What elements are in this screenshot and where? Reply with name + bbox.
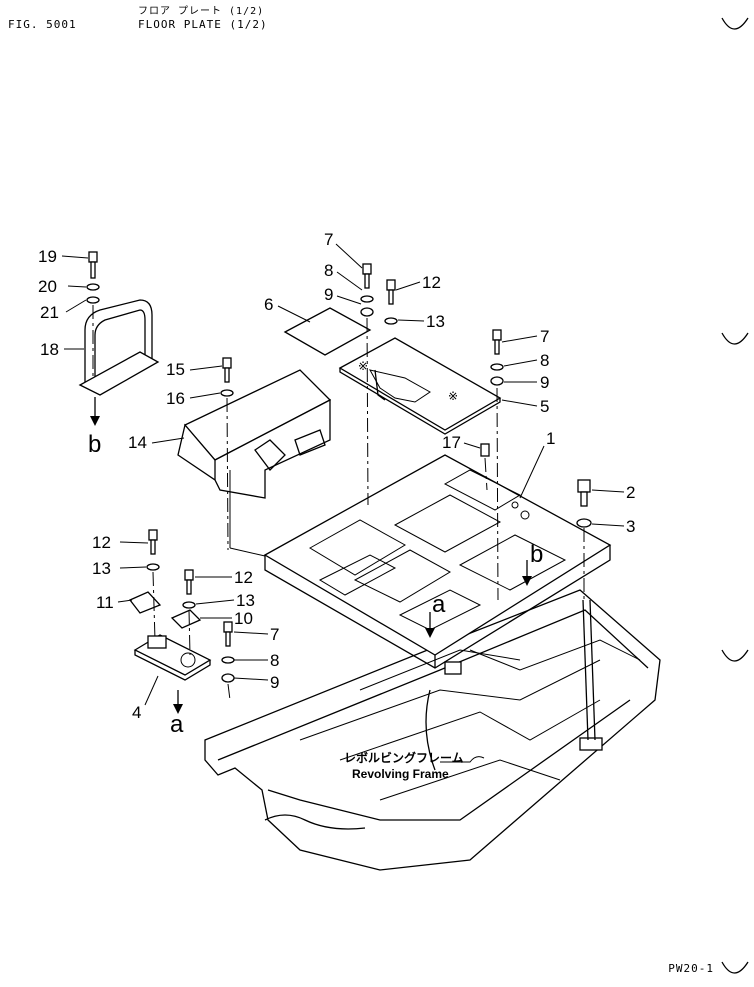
callout-13-top: 13 [426, 312, 445, 331]
ref-a-pedal: a [170, 711, 184, 738]
callout-7-lower: 7 [270, 625, 279, 644]
callout-9-right: 9 [540, 373, 549, 392]
callout-7-right: 7 [540, 327, 549, 346]
title-english: FLOOR PLATE (1/2) [138, 18, 268, 31]
frame-label-en: Revolving Frame [352, 767, 449, 781]
revolving-frame [204, 589, 661, 871]
callout-19: 19 [38, 247, 57, 266]
box-cover [177, 369, 332, 499]
callout-11: 11 [96, 593, 114, 612]
ref-a-plate: a [432, 591, 446, 618]
frame-label-jp: レボルビングフレーム [344, 750, 464, 765]
ref-b-plate: b [530, 541, 543, 568]
fasteners [86, 251, 592, 683]
callout-18: 18 [40, 340, 59, 359]
page-code: PW20-1 [668, 962, 714, 975]
svg-text:※: ※ [448, 389, 458, 403]
reference-arrows [90, 397, 532, 714]
reference-letters: b a a b [88, 431, 543, 738]
callout-12-mid: 12 [234, 568, 253, 587]
floor-plate [263, 454, 612, 669]
callout-20: 20 [38, 277, 57, 296]
callout-10: 10 [234, 609, 253, 628]
figure-number: FIG. 5001 [8, 18, 77, 31]
callout-1: 1 [546, 429, 555, 448]
callout-9-lower: 9 [270, 673, 279, 692]
callout-15: 15 [166, 360, 185, 379]
callout-9-top: 9 [324, 285, 333, 304]
callout-17: 17 [442, 433, 461, 452]
callout-6: 6 [264, 295, 273, 314]
callout-8-right: 8 [540, 351, 549, 370]
assembly-lines [92, 305, 585, 701]
callout-4: 4 [132, 703, 141, 722]
callouts: 19 20 21 18 15 16 14 6 7 8 9 12 13 7 8 9… [38, 230, 635, 722]
callout-13-mid: 13 [236, 591, 255, 610]
callout-21: 21 [40, 303, 59, 322]
callout-14: 14 [128, 433, 147, 452]
leader-lines [61, 243, 625, 763]
callout-2: 2 [626, 483, 635, 502]
callout-13-left: 13 [92, 559, 111, 578]
cover-plate: ※ ※ [338, 337, 502, 435]
callout-5: 5 [540, 397, 549, 416]
small-plate [283, 307, 372, 356]
ref-b-handrail: b [88, 431, 101, 458]
title-japanese: フロア プレート (1/2) [138, 6, 265, 17]
callout-8-lower: 8 [270, 651, 279, 670]
callout-7-top: 7 [324, 230, 333, 249]
callout-3: 3 [626, 517, 635, 536]
pedal-assembly [128, 591, 212, 681]
binding-hole-marks [721, 17, 749, 974]
handrail [78, 299, 160, 396]
svg-text:※: ※ [358, 359, 368, 373]
callout-8-top: 8 [324, 261, 333, 280]
frame-label: レボルビングフレーム Revolving Frame [344, 750, 464, 781]
callout-16: 16 [166, 389, 185, 408]
callout-12-left: 12 [92, 533, 111, 552]
callout-12-top: 12 [422, 273, 441, 292]
